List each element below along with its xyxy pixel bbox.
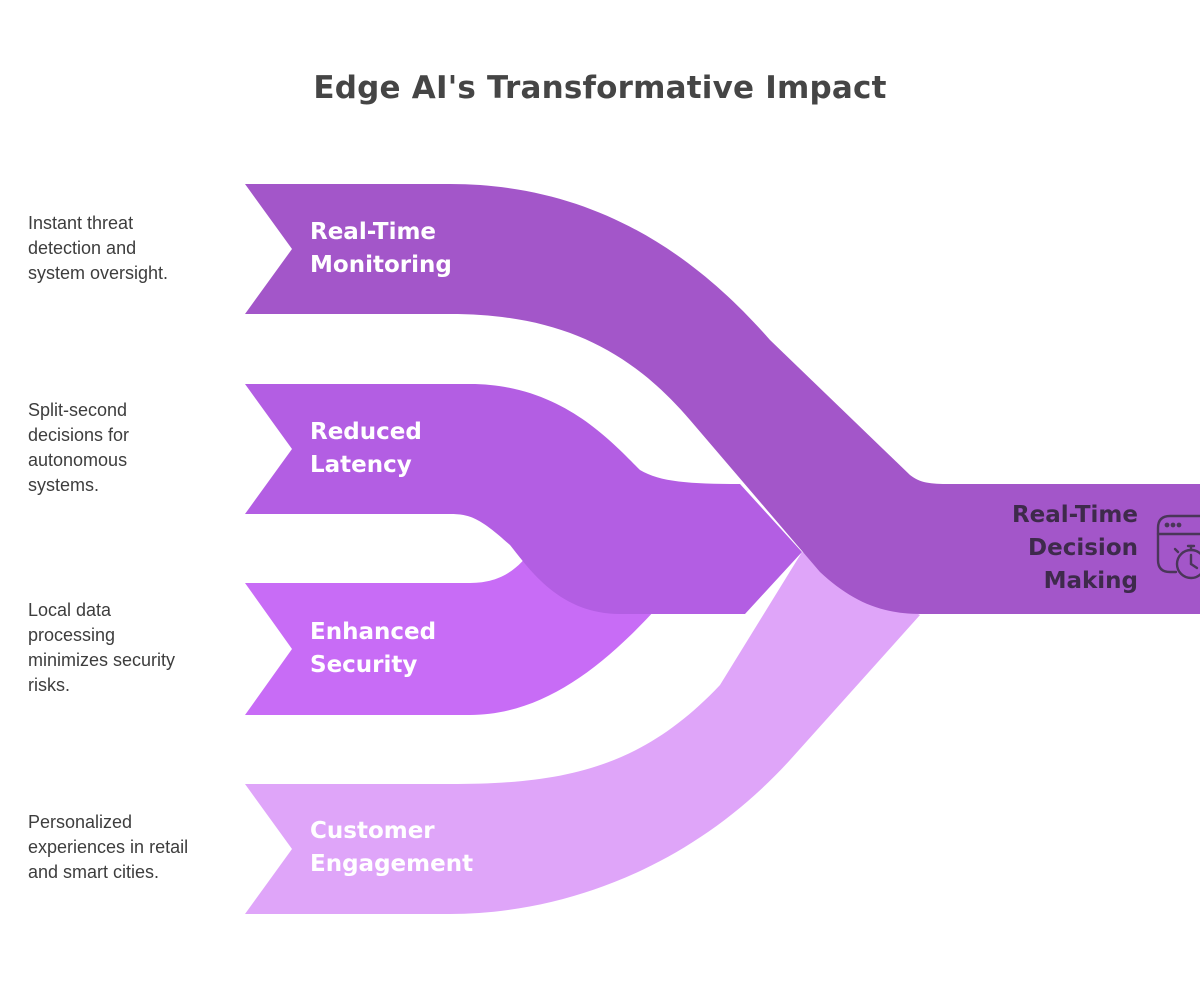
engagement-description-line-2: experiences in retail	[28, 837, 189, 857]
latency-flow-band	[245, 384, 802, 614]
monitoring-label-line-1: Real-Time	[310, 219, 437, 245]
engagement-label-line-1: Customer	[310, 818, 435, 844]
latency-description-line-2: decisions for	[28, 425, 130, 445]
outcome-label: Real-Time Decision Making	[1012, 499, 1138, 598]
security-label: Enhanced Security	[310, 616, 436, 682]
outcome-label-line-1: Real-Time	[1011, 502, 1138, 528]
security-description-line-3: minimizes security	[28, 650, 176, 670]
engagement-label-line-2: Engagement	[310, 851, 474, 877]
latency-description: Split-second decisions for autonomous sy…	[28, 398, 228, 498]
latency-label-line-2: Latency	[310, 452, 412, 478]
latency-label: Reduced Latency	[310, 416, 422, 482]
latency-label-line-1: Reduced	[310, 419, 422, 445]
engagement-description: Personalized experiences in retail and s…	[28, 810, 228, 885]
monitoring-description-line-2: detection and	[28, 238, 137, 258]
security-label-line-2: Security	[310, 652, 418, 678]
monitoring-label-line-2: Monitoring	[310, 252, 452, 278]
engagement-description-line-1: Personalized	[28, 812, 133, 832]
engagement-label: Customer Engagement	[310, 815, 473, 881]
latency-description-line-3: autonomous	[28, 450, 128, 470]
outcome-label-line-3: Making	[1043, 568, 1138, 594]
diagram-title: Edge AI's Transformative Impact	[313, 70, 887, 106]
outcome-label-line-2: Decision	[1028, 535, 1138, 561]
engagement-flow-band	[245, 552, 920, 914]
security-description-line-1: Local data	[28, 600, 112, 620]
latency-description-line-4: systems.	[28, 475, 100, 495]
security-description-line-4: risks.	[28, 675, 70, 695]
monitoring-description-line-1: Instant threat	[28, 213, 134, 233]
security-description: Local data processing minimizes security…	[28, 598, 228, 698]
monitoring-flow-band	[245, 184, 1200, 614]
browser-stopwatch-icon	[1156, 514, 1200, 580]
engagement-description-line-3: and smart cities.	[28, 862, 160, 882]
monitoring-description-line-3: system oversight.	[28, 263, 169, 283]
monitoring-label: Real-Time Monitoring	[310, 216, 452, 282]
latency-description-line-1: Split-second	[28, 400, 128, 420]
security-description-line-2: processing	[28, 625, 116, 645]
monitoring-description: Instant threat detection and system over…	[28, 211, 228, 286]
security-label-line-1: Enhanced	[310, 619, 437, 645]
